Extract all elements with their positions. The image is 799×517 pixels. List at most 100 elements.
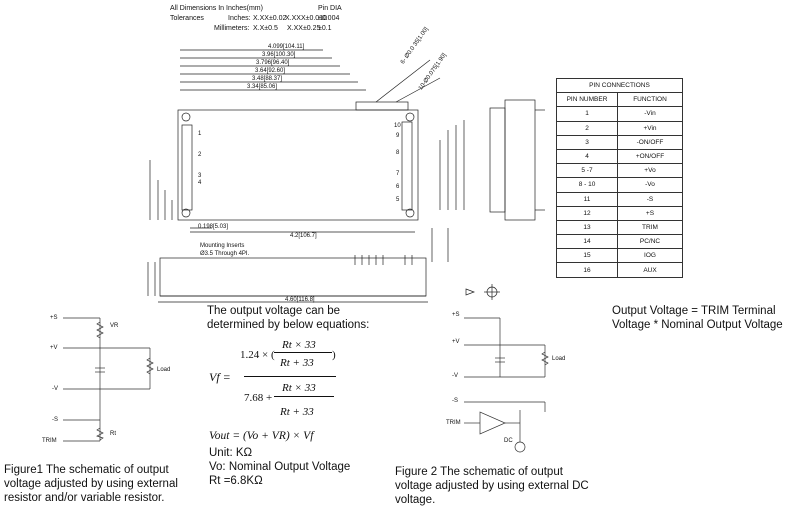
pin-function: -S [617,191,683,207]
left-pin-2: 2 [198,152,202,158]
pin-function: TRIM [617,219,683,236]
fig2-label-minus-s: -S [452,398,458,404]
right-pin-6: 6 [396,184,400,190]
top-dim-3: 3.796[96.40] [256,60,290,66]
pin-number: 1 [556,106,618,122]
pin-function: -Vo [617,177,683,193]
mounting-note-1: Mounting Inserts [200,243,245,249]
top-dim-6: 3.34[85.06] [247,84,278,90]
fig2-label-trim: TRIM [446,420,461,426]
inches-label: Inches: [228,15,251,22]
eq-num2: Rt × 33 [282,382,316,394]
mm-pin: ±0.1 [318,25,332,32]
fig2-caption-1: Figure 2 The schematic of output [395,466,563,478]
fig2-label-plus-s: +S [452,312,460,318]
dim-42: 4.2[106.7] [290,233,317,239]
mm-xx: X.XX±0.25 [287,25,321,32]
pin-table-title: PIN CONNECTIONS [556,77,683,94]
pin-number: 16 [556,262,618,278]
mm-x: X.X±0.5 [253,25,278,32]
inches-pin: ±0.004 [318,15,340,22]
fig1-caption-3: resistor and/or variable resistor. [4,492,165,504]
left-pin-4: 4 [198,180,202,186]
fig2-caption-2: voltage adjusted by using external DC [395,480,589,492]
right-pin-7: 7 [396,171,400,177]
pin-function: +Vin [617,120,683,136]
top-dim-2: 3.96[100.30] [262,52,296,58]
pin-function: IOG [617,248,683,264]
pin-number: 15 [556,248,618,264]
eq-vo-def: Vo: Nominal Output Voltage [209,461,351,473]
pin-function: -Vin [617,106,683,122]
pin-number: 2 [556,120,618,136]
top-dim-5: 3.48[88.37] [252,76,283,82]
fig1-caption-1: Figure1 The schematic of output [4,464,169,476]
left-pin-1: 1 [198,131,202,137]
right-pin-5: 5 [396,197,400,203]
fig1-label-rt: Rt [110,431,116,437]
pin-connections-table: PIN CONNECTIONS PIN NUMBER FUNCTION 1-Vi… [556,77,683,278]
inches-xxx: X.XXX±0.010 [285,15,327,22]
pin-number: 4 [556,148,618,165]
eq-den2: Rt + 33 [280,406,314,418]
eq-unit: Unit: KΩ [209,447,253,459]
fig2-caption-3: voltage. [395,494,436,506]
eq-vout: Vout = (Vo + VR) × Vf [209,430,314,442]
top-dim-1: 4.099[104.11] [268,44,305,50]
pin-number: 14 [556,234,618,250]
eq-rt-def: Rt =6.8KΩ [209,475,263,487]
eq-fraction-bar-2 [274,396,334,397]
fig2-label-plus-v: +V [452,339,460,345]
eq-close: ) [332,349,336,361]
fig1-label-plus-s: +S [50,315,58,321]
fig2-label-load: Load [552,356,566,362]
tolerances-label: Tolerances [170,15,204,22]
equation-intro-1: The output voltage can be [207,305,340,317]
fig1-label-load: Load [157,367,171,373]
output-voltage-note-2: Voltage * Nominal Output Voltage [612,319,783,331]
pin-number: 12 [556,205,618,221]
fig1-label-trim: TRIM [42,438,57,444]
left-pin-3: 3 [198,173,202,179]
pin-function: +S [617,205,683,221]
function-header: FUNCTION [617,92,683,108]
top-dim-4: 3.64[92.60] [255,68,286,74]
mm-label: Millimeters: [214,25,250,32]
right-pin-9: 9 [396,133,400,139]
output-voltage-note-1: Output Voltage = TRIM Terminal [612,305,776,317]
pin-number-header: PIN NUMBER [556,92,618,108]
fig1-label-vr: VR [110,323,119,329]
pin-number: 3 [556,134,618,150]
mounting-note-2: Ø3.5 Through 4PI. [200,251,250,257]
eq-num1: Rt × 33 [282,339,316,351]
pin-function: -ON/OFF [617,134,683,150]
pin-number: 8 - 10 [556,177,618,193]
eq-main-bar [244,376,336,377]
inches-xx: X.XX±0.02 [253,15,287,22]
eq-den1: Rt + 33 [280,357,314,369]
eq-vf: Vf = [209,370,231,384]
dimensions-header: All Dimensions In Inches(mm) [170,5,263,12]
pin-function: +Vo [617,163,683,179]
right-pin-10: 10 [394,123,401,129]
fig2-label-minus-v: -V [452,373,458,379]
dim-0198: 0.198[5.03] [198,224,229,230]
dim-460: 4.60[116.8] [285,297,315,303]
pin-dia-header: Pin DIA [318,5,342,12]
fig1-caption-2: voltage adjusted by using external [4,478,178,490]
eq-coef2: 7.68 + [244,392,273,404]
pin-number: 5 -7 [556,163,618,179]
fig1-label-minus-v: -V [52,386,58,392]
pin-function: AUX [617,262,683,278]
pin-function: +ON/OFF [617,148,683,165]
fig2-label-dc: DC [504,438,513,444]
equation-intro-2: determined by below equations: [207,319,370,331]
right-pin-8: 8 [396,150,400,156]
pin-function: PC/NC [617,234,683,250]
eq-coef1: 1.24 × ( [240,349,275,361]
fig1-label-minus-s: -S [52,417,58,423]
eq-fraction-bar-1 [274,352,332,353]
fig1-label-plus-v: +V [50,345,58,351]
pin-number: 13 [556,219,618,236]
